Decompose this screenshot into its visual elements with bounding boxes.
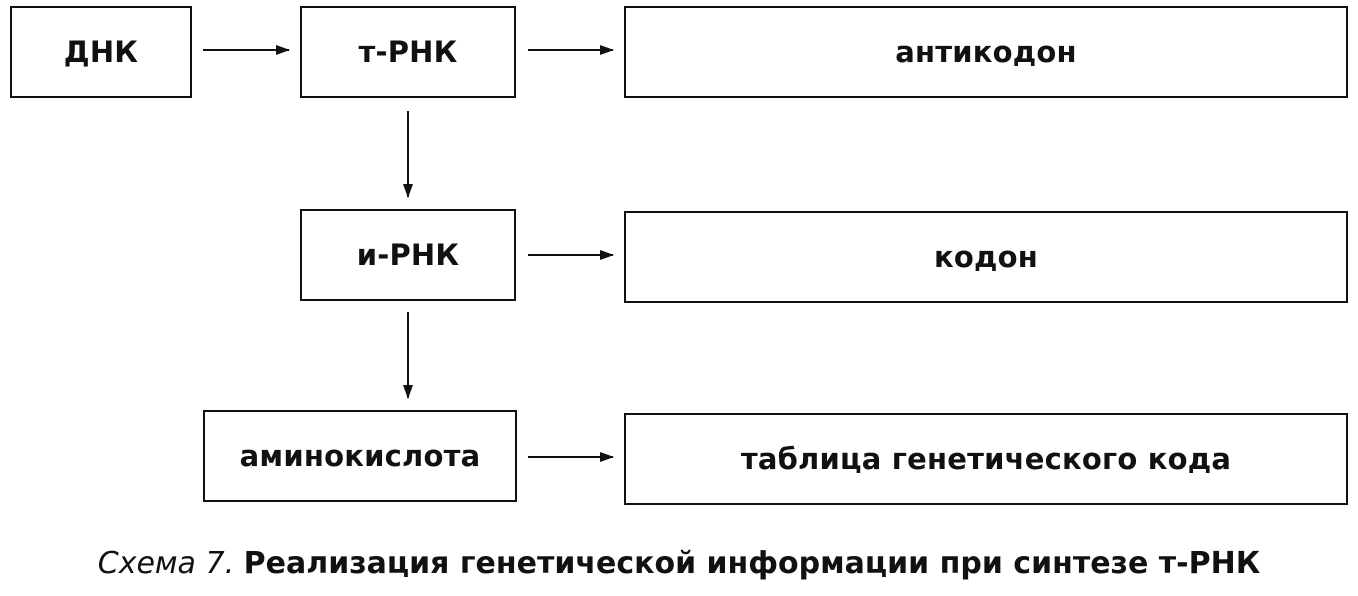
node-anticodon-label: антикодон — [895, 35, 1077, 69]
node-codon: кодон — [624, 211, 1348, 303]
node-dna-label: ДНК — [63, 35, 139, 69]
caption-prefix: Схема 7. — [97, 546, 235, 581]
node-dna: ДНК — [10, 6, 192, 98]
node-code-table: таблица генетического кода — [624, 413, 1348, 505]
node-code-table-label: таблица генетического кода — [740, 442, 1232, 476]
node-trna-label: т-РНК — [358, 35, 458, 69]
node-anticodon: антикодон — [624, 6, 1348, 98]
node-mrna: и-РНК — [300, 209, 516, 301]
node-amino-acid-label: аминокислота — [239, 439, 481, 473]
node-trna: т-РНК — [300, 6, 516, 98]
node-amino-acid: аминокислота — [203, 410, 517, 502]
caption-title: Реализация генетической информации при с… — [243, 546, 1261, 581]
node-mrna-label: и-РНК — [356, 238, 460, 272]
node-codon-label: кодон — [934, 240, 1038, 274]
figure-caption: Схема 7. Реализация генетической информа… — [0, 546, 1358, 581]
